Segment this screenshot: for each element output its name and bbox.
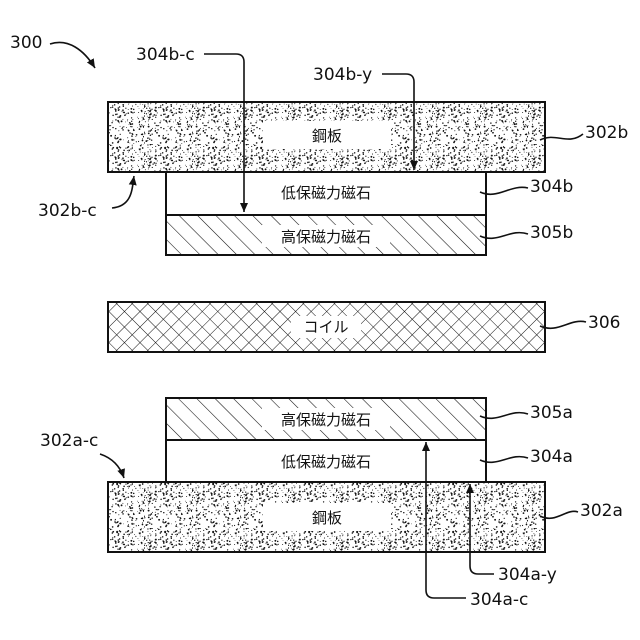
- ref-304a: 304a: [530, 447, 573, 467]
- leader-302a-c: [100, 454, 124, 478]
- ref-304b-c: 304b-c: [136, 45, 195, 65]
- leader-305a: [480, 413, 528, 419]
- lower-high-coercivity-label: 高保磁力磁石: [281, 411, 371, 429]
- ref-305b: 305b: [530, 223, 573, 243]
- lower-low-coercivity-label: 低保磁力磁石: [281, 453, 371, 471]
- figure-number-arrow: [50, 42, 95, 68]
- upper-steel-plate-label: 鋼板: [312, 127, 342, 145]
- ref-302b-c: 302b-c: [38, 201, 97, 221]
- ref-306: 306: [588, 313, 620, 333]
- ref-304b: 304b: [530, 177, 573, 197]
- upper-low-coercivity-label: 低保磁力磁石: [281, 184, 371, 202]
- coil-label: コイル: [303, 318, 348, 336]
- ref-305a: 305a: [530, 403, 573, 423]
- ref-304a-c: 304a-c: [470, 590, 528, 610]
- figure-number: 300: [10, 33, 42, 53]
- lower-steel-plate-label: 鋼板: [312, 509, 342, 527]
- ref-302b: 302b: [585, 123, 628, 143]
- leader-302b-c: [112, 176, 134, 208]
- leader-306: [540, 321, 586, 328]
- ref-304a-y: 304a-y: [498, 565, 557, 585]
- leader-304b: [480, 187, 528, 194]
- ref-302a: 302a: [580, 501, 623, 521]
- leader-305b: [480, 233, 528, 239]
- ref-304b-y: 304b-y: [313, 65, 372, 85]
- leader-304a: [480, 457, 528, 463]
- ref-302a-c: 302a-c: [40, 431, 98, 451]
- leader-302b: [540, 134, 583, 140]
- upper-high-coercivity-label: 高保磁力磁石: [281, 228, 371, 246]
